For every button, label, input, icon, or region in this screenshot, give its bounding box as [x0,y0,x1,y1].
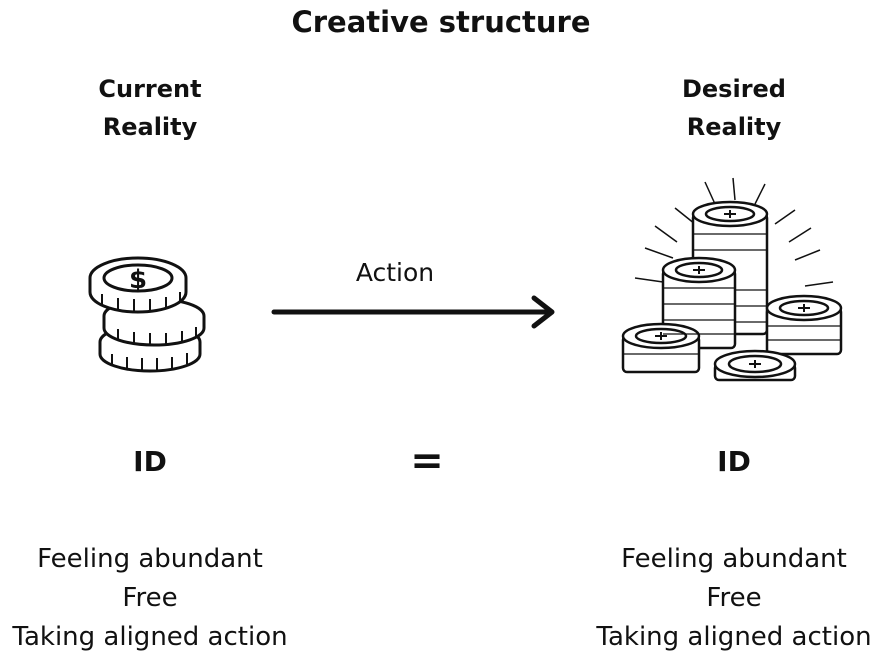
small-coin-stack-icon: $ [88,256,206,373]
current-item-3: Taking aligned action [12,622,288,652]
diagram-title: Creative structure [291,5,591,39]
svg-text:$: $ [129,265,147,295]
current-item-1: Feeling abundant [37,544,263,574]
desired-item-1: Feeling abundant [621,544,847,574]
desired-heading-line1: Desired [681,75,786,103]
current-description: Feeling abundant Free Taking aligned act… [0,540,300,657]
current-item-2: Free [122,583,178,613]
desired-heading-line2: Reality [686,113,782,141]
desired-item-2: Free [706,583,762,613]
action-label: Action [355,258,435,287]
large-coin-piles-icon [621,177,843,382]
current-heading-line2: Reality [102,113,198,141]
desired-description: Feeling abundant Free Taking aligned act… [584,540,882,657]
current-reality-heading: Current Reality [40,70,260,146]
right-arrow-icon [271,295,555,329]
current-id-label: ID [133,445,167,478]
current-heading-line1: Current [98,75,202,103]
desired-id-label: ID [717,445,751,478]
equals-sign: = [410,438,444,484]
desired-reality-heading: Desired Reality [624,70,844,146]
desired-item-3: Taking aligned action [596,622,872,652]
